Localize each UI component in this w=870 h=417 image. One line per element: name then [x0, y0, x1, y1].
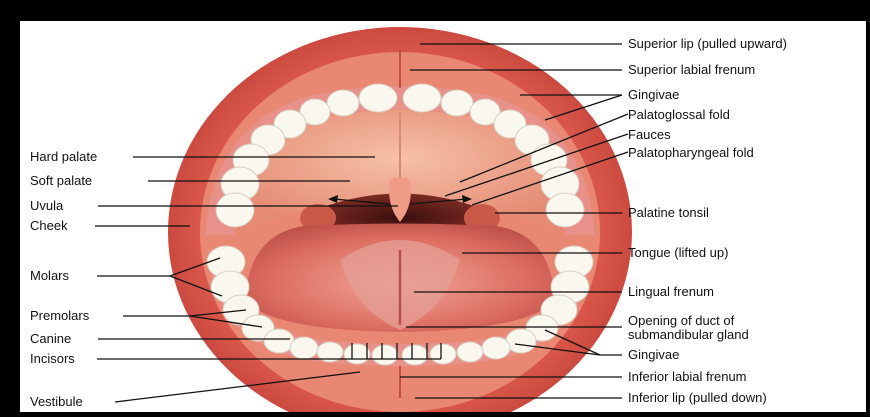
label-palatopharyngeal-fold: Palatopharyngeal fold: [628, 145, 754, 160]
label-palatoglossal-fold: Palatoglossal fold: [628, 107, 730, 122]
label-fauces: Fauces: [628, 127, 671, 142]
label-vestibule: Vestibule: [30, 394, 83, 409]
label-duct-opening-line1: Opening of duct of: [628, 313, 735, 328]
label-uvula: Uvula: [30, 198, 64, 213]
label-cheek: Cheek: [30, 218, 68, 233]
label-duct-opening-line2: submandibular gland: [628, 327, 749, 342]
label-gingivae-lower: Gingivae: [628, 347, 679, 362]
label-inferior-lip: Inferior lip (pulled down): [628, 390, 767, 405]
label-superior-lip: Superior lip (pulled upward): [628, 36, 787, 51]
label-canine: Canine: [30, 331, 71, 346]
label-tongue: Tongue (lifted up): [628, 245, 728, 260]
label-incisors: Incisors: [30, 351, 75, 366]
label-palatine-tonsil: Palatine tonsil: [628, 205, 709, 220]
label-hard-palate: Hard palate: [30, 149, 97, 164]
label-molars: Molars: [30, 268, 70, 283]
label-inferior-labial-frenum: Inferior labial frenum: [628, 369, 747, 384]
label-soft-palate: Soft palate: [30, 173, 92, 188]
label-premolars: Premolars: [30, 308, 90, 323]
label-superior-labial-frenum: Superior labial frenum: [628, 62, 755, 77]
label-lingual-frenum: Lingual frenum: [628, 284, 714, 299]
label-gingivae-upper: Gingivae: [628, 87, 679, 102]
